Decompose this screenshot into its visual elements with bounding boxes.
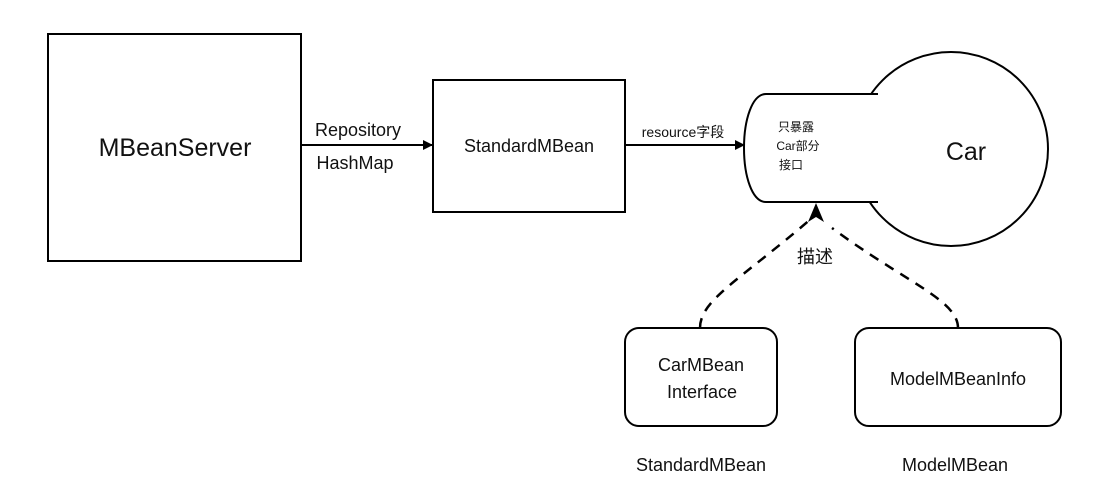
mbean-server-label: MBeanServer	[99, 134, 252, 162]
car-node: Car	[853, 51, 1049, 247]
edge-label-hashmap: HashMap	[316, 153, 393, 173]
standard-mbean-node: StandardMBean	[432, 79, 626, 213]
edge-label-resource: resource字段	[642, 124, 724, 140]
interface-text-line2: Car部分	[776, 138, 819, 153]
interface-cylinder-node: 只暴露 Car部分 接口	[742, 93, 878, 203]
interface-text-line3: 接口	[779, 157, 803, 172]
edge-server-to-standard: Repository HashMap	[301, 120, 433, 173]
car-label: Car	[946, 138, 986, 166]
describe-arrowhead	[808, 203, 824, 222]
edge-describe: 描述	[698, 203, 960, 329]
mbean-server-node: MBeanServer	[47, 33, 302, 262]
describe-label: 描述	[797, 247, 833, 267]
edge-label-repository: Repository	[315, 120, 401, 140]
caption-standard-mbean: StandardMBean	[636, 455, 766, 475]
model-mbean-info-label: ModelMBeanInfo	[890, 369, 1026, 389]
interface-text-line1: 只暴露	[778, 120, 814, 134]
car-mbean-interface-line1: CarMBean	[658, 355, 744, 375]
car-mbean-interface-line2: Interface	[667, 382, 737, 402]
edge-standard-to-interface: resource字段	[625, 124, 745, 150]
car-mbean-interface-node: CarMBean Interface	[624, 327, 778, 427]
caption-model-mbean: ModelMBean	[902, 455, 1008, 475]
model-mbean-info-node: ModelMBeanInfo	[854, 327, 1062, 427]
standard-mbean-label: StandardMBean	[464, 136, 594, 156]
